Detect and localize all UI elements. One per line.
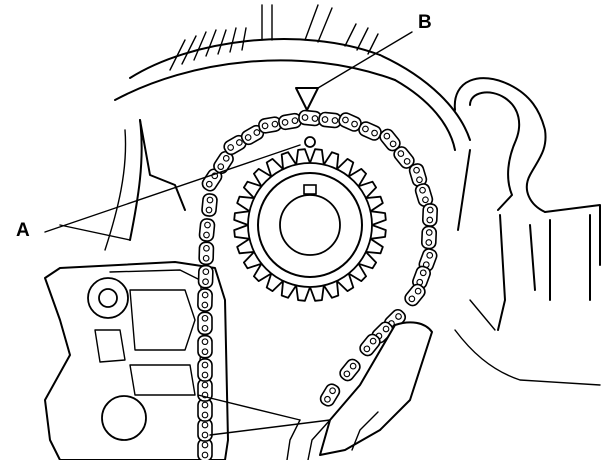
chain-link [379, 128, 401, 152]
chain-link [404, 283, 426, 307]
right-bracket [453, 77, 601, 386]
chain-link [318, 111, 342, 129]
chain-link [201, 193, 218, 217]
chain-link [421, 203, 439, 227]
oil-pump-plate [44, 261, 229, 460]
chain-link [197, 264, 214, 289]
chain-link [197, 358, 213, 382]
mark-b-pointer [295, 87, 319, 111]
chain-link [198, 241, 215, 266]
chain-link [358, 121, 382, 141]
chain-link [197, 418, 213, 442]
label-b: B [418, 12, 432, 33]
chain-link [278, 112, 302, 131]
chain-link [359, 333, 381, 357]
chain-link [197, 398, 213, 422]
chain-tensioner [286, 321, 433, 460]
crankshaft-sprocket [233, 148, 387, 302]
chain-link [197, 438, 213, 460]
chain-link [420, 225, 438, 250]
timing-chain [197, 109, 439, 460]
chain-link [198, 218, 216, 242]
chain-link [197, 288, 213, 312]
chain-link [197, 311, 213, 336]
engine-housing [59, 4, 471, 251]
chain-link [339, 358, 361, 382]
chain-link [197, 334, 213, 359]
chain-guide [197, 394, 331, 436]
mark-a-dot [304, 136, 316, 148]
chain-link [258, 116, 282, 134]
chain-link [319, 383, 341, 407]
chain-link [393, 146, 415, 169]
label-a: A [16, 220, 30, 241]
chain-link [223, 134, 247, 156]
chain-link [197, 378, 213, 402]
chain-link [298, 109, 322, 127]
leader-line-b [317, 31, 413, 89]
leader-line-a [44, 144, 301, 233]
